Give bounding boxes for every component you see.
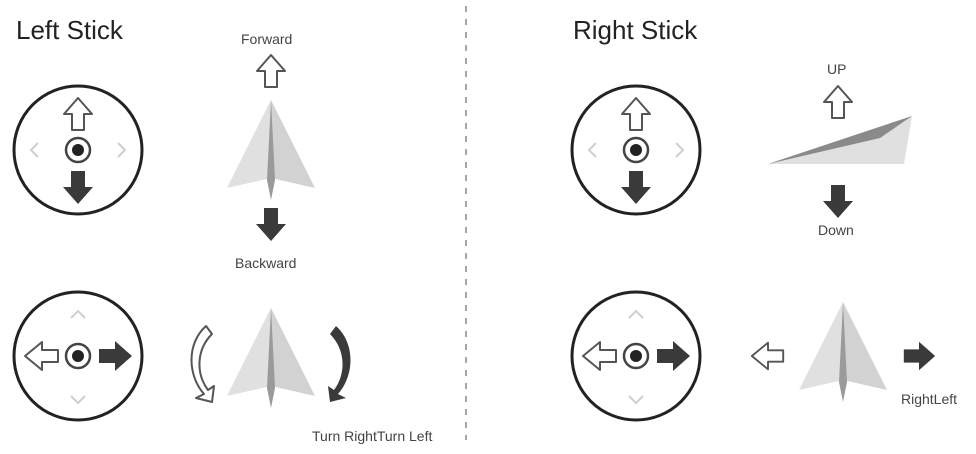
up-label: UP bbox=[827, 61, 847, 77]
up-arrow-icon bbox=[823, 85, 853, 119]
down-arrow-icon bbox=[256, 208, 286, 241]
chevron-icon bbox=[628, 309, 644, 319]
chevron-icon bbox=[628, 395, 644, 405]
paper-plane-icon bbox=[227, 308, 315, 408]
paper-plane-side-icon bbox=[768, 116, 912, 164]
turn-label: Turn RightTurn Left bbox=[312, 428, 433, 444]
down-arrow-icon bbox=[823, 185, 853, 218]
chevron-icon bbox=[587, 142, 597, 158]
chevron-icon bbox=[117, 142, 127, 158]
right-left-label: RightLeft bbox=[901, 391, 958, 407]
forward-label: Forward bbox=[241, 31, 293, 47]
chevron-icon bbox=[70, 309, 86, 319]
right-arrow-icon bbox=[903, 341, 936, 371]
left-joystick-yaw bbox=[12, 290, 144, 422]
backward-label: Backward bbox=[235, 255, 297, 271]
rotate-arrow-icon bbox=[190, 325, 215, 403]
right-joystick-roll bbox=[570, 290, 702, 422]
right-stick-title: Right Stick bbox=[573, 15, 698, 45]
left-joystick-throttle bbox=[12, 84, 144, 216]
left-arrow-icon bbox=[750, 341, 785, 371]
down-label: Down bbox=[818, 222, 854, 238]
chevron-icon bbox=[675, 142, 685, 158]
right-joystick-pitch bbox=[570, 84, 702, 216]
rotate-arrow-icon bbox=[328, 326, 351, 402]
paper-plane-icon bbox=[799, 302, 887, 402]
chevron-icon bbox=[70, 395, 86, 405]
paper-plane-icon bbox=[227, 100, 315, 200]
up-arrow-icon bbox=[256, 54, 286, 88]
left-stick-title: Left Stick bbox=[16, 15, 123, 45]
chevron-icon bbox=[29, 142, 39, 158]
